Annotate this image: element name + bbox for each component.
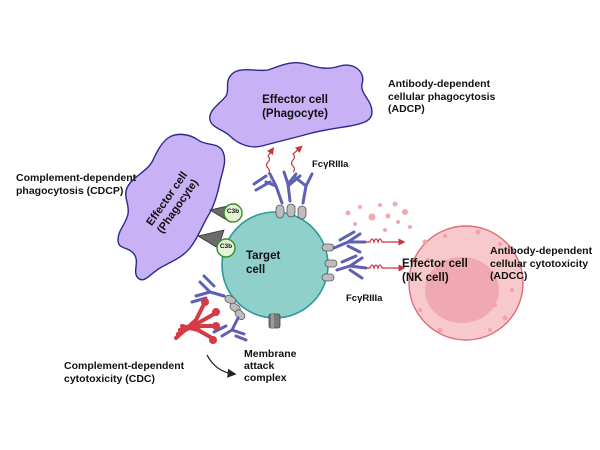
adcp-label: Antibody-dependent cellular phagocytosis…	[388, 78, 496, 115]
target-cell-label: Target cell	[246, 250, 281, 276]
c3b-label-1: C3b	[226, 208, 240, 215]
antibodies-adcc	[332, 230, 368, 280]
c3b-complement-1	[208, 203, 243, 223]
fc-receptor-top-label: FcγRIIIa	[312, 159, 349, 170]
mac-arrow	[206, 354, 237, 378]
adcp-phagocyte-cell	[209, 61, 373, 148]
c3b-complement-2	[196, 229, 236, 258]
target-antigens	[224, 203, 338, 321]
c3b-label-2: C3b	[219, 243, 233, 250]
antibodies-adcp	[252, 170, 314, 205]
adcp-phagocyte-label: Effector cell (Phagocyte)	[262, 94, 328, 120]
cdc-label: Complement-dependent cytotoxicity (CDC)	[64, 360, 185, 385]
fc-receptor-right-label: FcγRIIIa	[346, 293, 383, 304]
cytotoxic-granules-released	[345, 201, 412, 232]
cdcp-phagocyte-cell	[117, 133, 226, 281]
antibodies-cdc	[190, 274, 248, 342]
c1q-complement	[174, 298, 220, 344]
cdcp-label: Complement-dependent phagocytosis (CDCP)	[16, 172, 137, 197]
nk-cell-label: Effector cell (NK cell)	[402, 258, 468, 284]
membrane-attack-complex	[268, 313, 281, 329]
fc-receptors-adcc	[366, 238, 406, 272]
fc-receptors-adcp	[265, 145, 303, 175]
nk-granules	[418, 229, 514, 333]
adcc-label: Antibody-dependent cellular cytotoxicity…	[490, 245, 593, 282]
nk-cell	[345, 201, 524, 341]
mac-label: Membrane attack complex	[244, 348, 297, 384]
